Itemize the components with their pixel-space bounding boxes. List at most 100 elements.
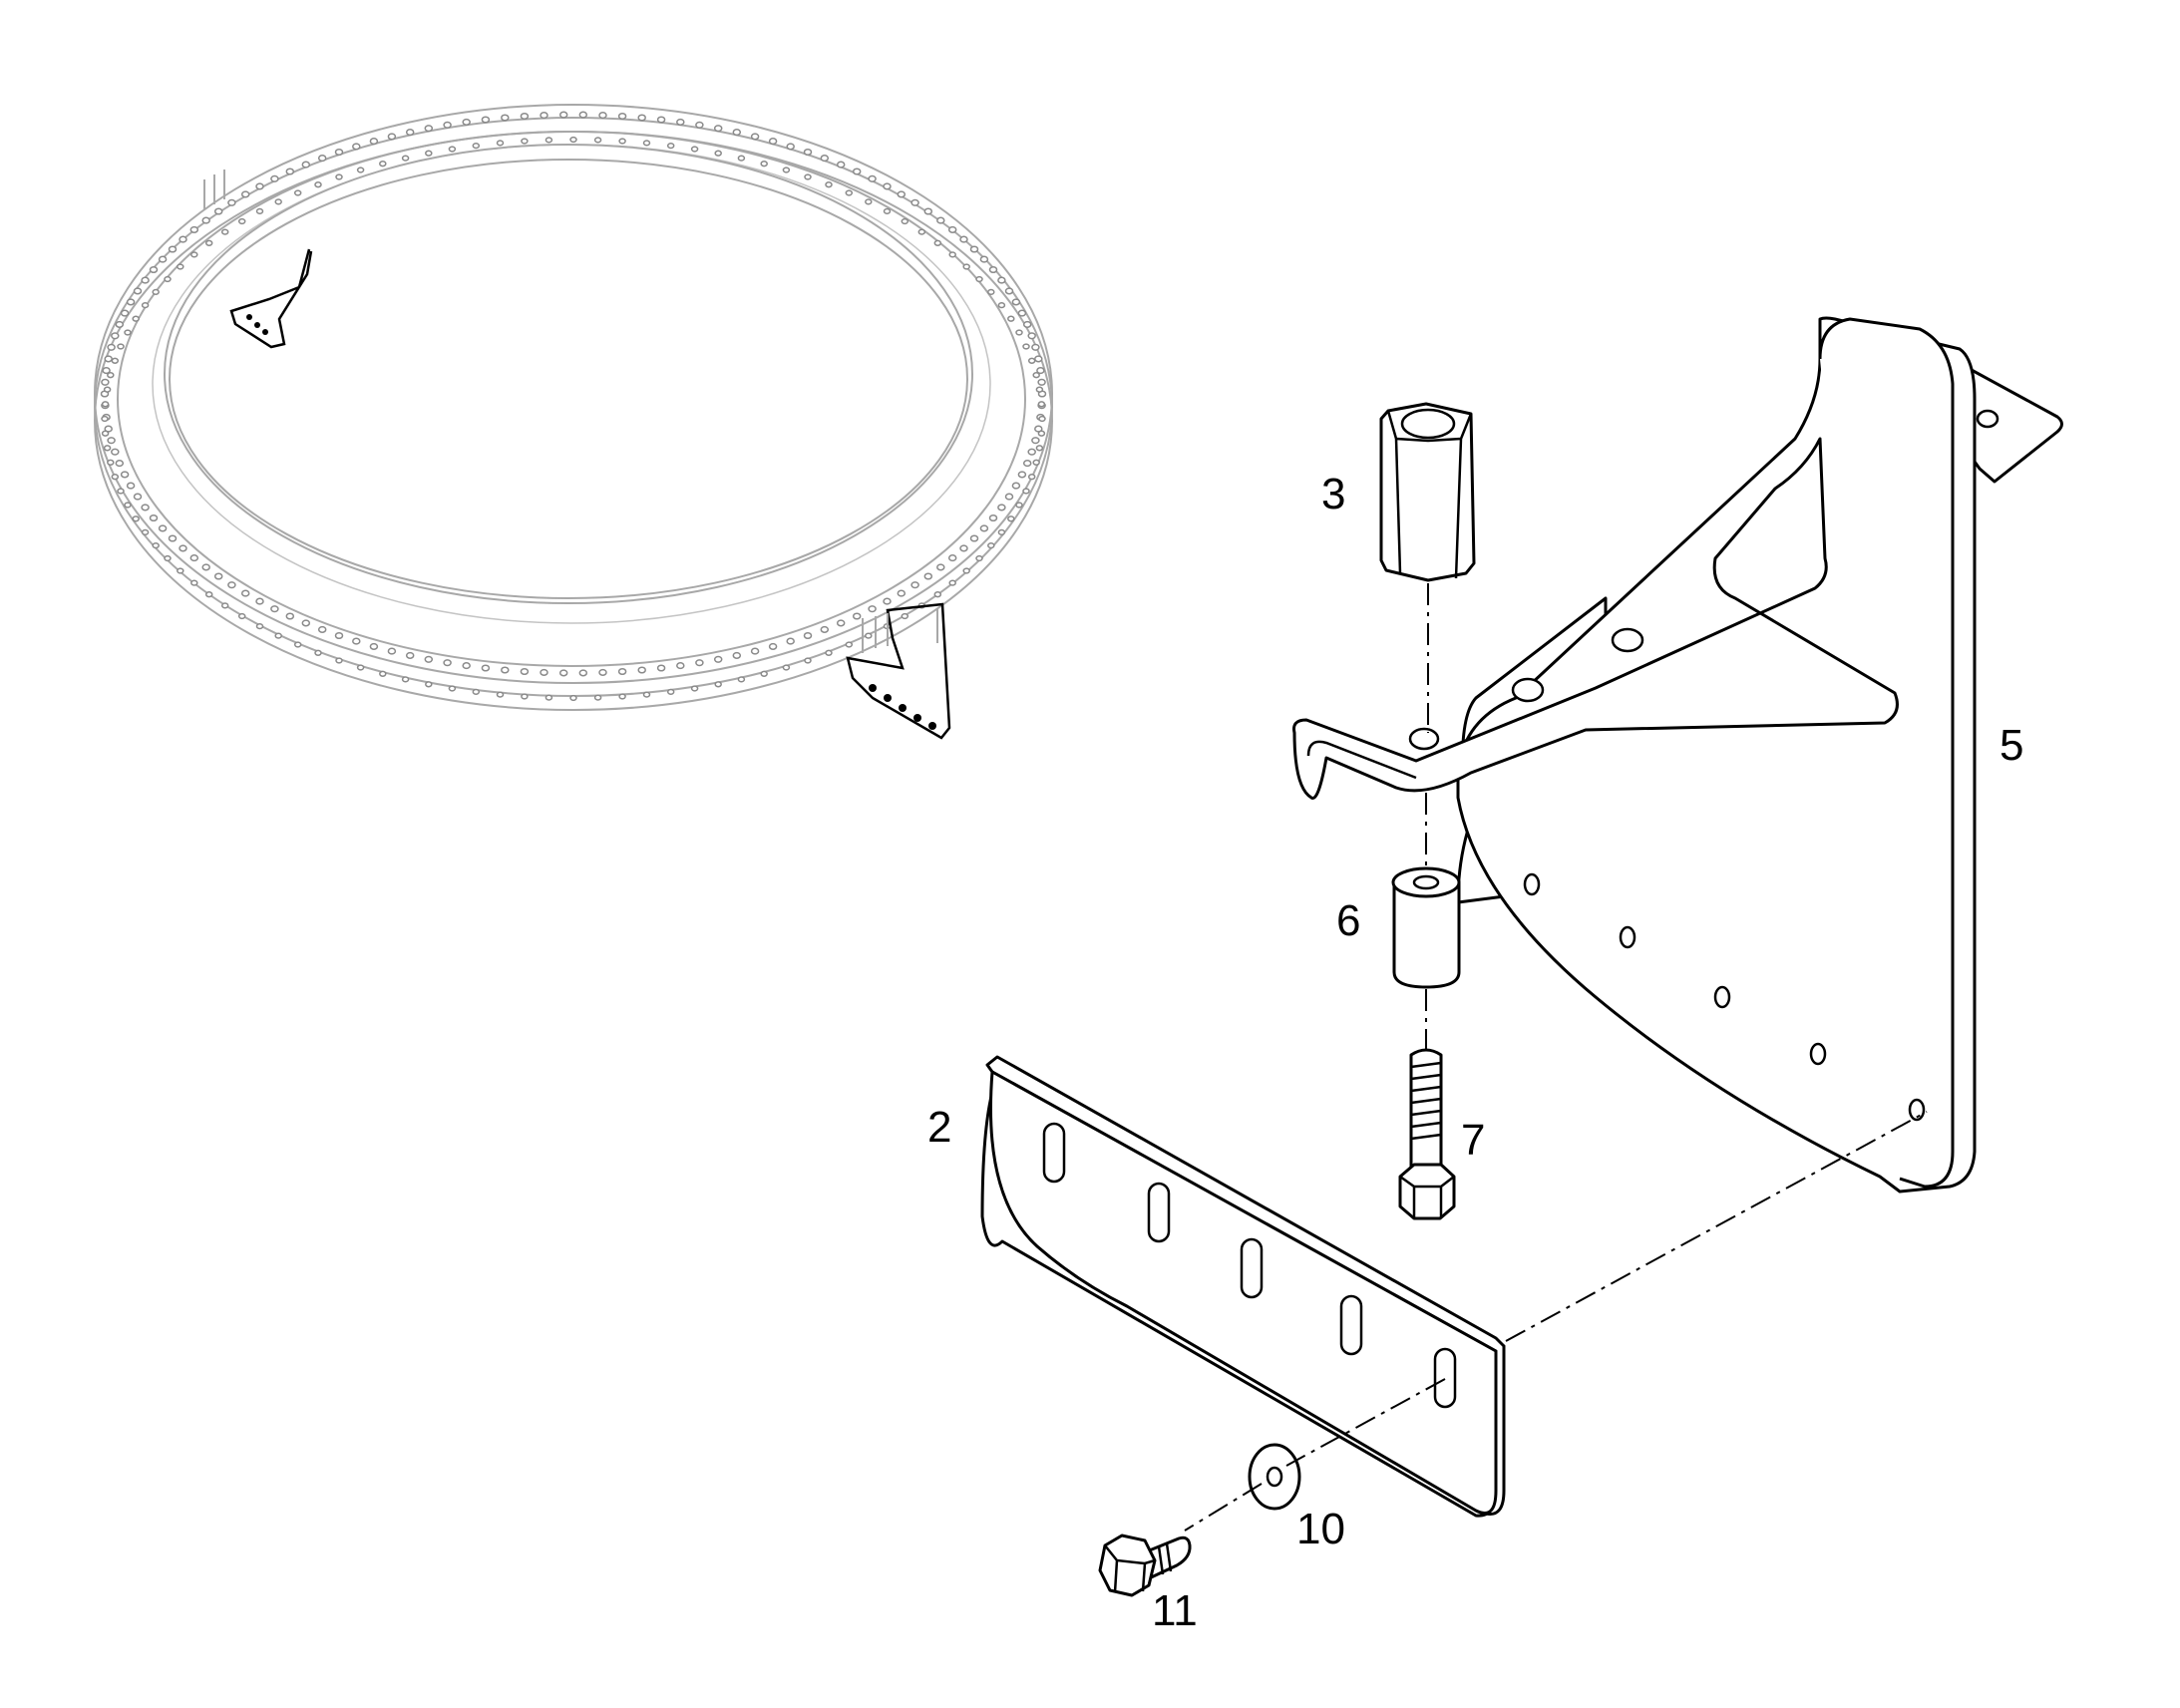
bolt-hole bbox=[760, 161, 768, 168]
bolt-hole bbox=[227, 581, 236, 589]
bolt-hole bbox=[713, 655, 723, 663]
bolt-hole bbox=[578, 111, 588, 119]
bolt-hole bbox=[101, 415, 109, 423]
bolt-hole bbox=[317, 625, 327, 633]
bolt-hole bbox=[593, 137, 602, 144]
bolt-hole bbox=[204, 591, 213, 598]
bolt-hole bbox=[825, 181, 833, 188]
bolt-hole bbox=[690, 146, 699, 153]
bolt-hole bbox=[149, 513, 159, 522]
bolt-hole bbox=[820, 625, 830, 633]
bolt-hole bbox=[168, 245, 178, 253]
bolt-hole bbox=[521, 693, 529, 700]
bolt-hole bbox=[335, 173, 343, 180]
bolt-hole bbox=[969, 245, 979, 253]
bolt-hole bbox=[101, 401, 110, 408]
bolt-hole bbox=[481, 664, 491, 672]
bolt-hole bbox=[1037, 401, 1046, 408]
bolt-hole bbox=[213, 207, 223, 215]
bolt-hole bbox=[356, 664, 365, 671]
bolt-hole bbox=[1022, 460, 1032, 468]
bolt-hole bbox=[836, 619, 846, 627]
bolt-hole bbox=[836, 161, 846, 169]
bolt-hole bbox=[133, 493, 143, 501]
bolt-hole bbox=[988, 265, 998, 274]
bolt-hole bbox=[201, 216, 210, 224]
bolt-hole bbox=[820, 155, 830, 163]
callout-labels: 2 3 5 6 7 10 11 bbox=[927, 470, 2023, 1635]
callout-5: 5 bbox=[1999, 721, 2023, 770]
bolt-hole bbox=[164, 554, 172, 562]
hex-coupling-nut-part-3 bbox=[1379, 402, 1476, 582]
bolt-hole bbox=[1027, 332, 1036, 340]
bolt-hole bbox=[158, 524, 168, 532]
bolt-hole bbox=[1015, 502, 1023, 509]
bolt-hole bbox=[676, 662, 685, 670]
bolt-hole bbox=[750, 647, 760, 655]
bolt-hole bbox=[1037, 378, 1046, 386]
bolt-hole bbox=[732, 129, 742, 137]
bolt-hole bbox=[545, 137, 553, 144]
bolt-hole bbox=[825, 649, 833, 656]
bolt-hole bbox=[948, 579, 956, 586]
bolt-hole bbox=[405, 129, 415, 137]
bolt-hole bbox=[569, 136, 577, 144]
bolt-hole bbox=[1015, 329, 1023, 336]
bolt-hole bbox=[124, 502, 132, 509]
bolt-hole bbox=[314, 649, 322, 656]
bolt-hole bbox=[177, 263, 184, 270]
bolt-hole bbox=[496, 691, 505, 698]
bolt-hole bbox=[637, 666, 646, 674]
bolt-hole bbox=[152, 541, 160, 549]
callout-6: 6 bbox=[1336, 896, 1360, 945]
bolt-hole bbox=[401, 155, 410, 162]
bolt-hole bbox=[1022, 343, 1030, 350]
bolt-hole bbox=[868, 174, 877, 182]
bolt-hole bbox=[1036, 367, 1045, 375]
callout-10: 10 bbox=[1296, 1505, 1345, 1553]
bolt-hole bbox=[1011, 298, 1021, 306]
bolt-hole bbox=[132, 515, 140, 522]
bolt-hole bbox=[141, 504, 150, 512]
bolt-hole bbox=[988, 513, 998, 522]
bolt-hole bbox=[713, 125, 723, 133]
bolt-hole bbox=[255, 622, 264, 630]
bolt-hole bbox=[883, 182, 892, 190]
bolt-hole bbox=[111, 357, 120, 364]
bolt-hole bbox=[405, 651, 415, 659]
bolt-hole bbox=[737, 155, 746, 162]
bolt-hole bbox=[656, 664, 666, 672]
bolt-hole bbox=[804, 657, 812, 664]
bolt-hole bbox=[936, 216, 945, 224]
bolt-hole bbox=[115, 320, 125, 328]
bolt-hole bbox=[369, 642, 379, 650]
bolt-hole bbox=[901, 612, 909, 620]
bolt-hole bbox=[117, 488, 125, 495]
bolt-hole bbox=[617, 667, 627, 676]
bolt-hole bbox=[1004, 493, 1014, 501]
bolt-hole bbox=[124, 329, 132, 336]
bolt-hole bbox=[997, 276, 1006, 284]
bolt-hole bbox=[111, 448, 120, 456]
bolt-hole bbox=[558, 669, 568, 677]
bolt-hole bbox=[979, 524, 989, 532]
bolt-hole bbox=[401, 676, 410, 683]
ring-assembly bbox=[94, 104, 1053, 740]
bolt-hole bbox=[676, 118, 685, 126]
bolt-hole bbox=[1007, 515, 1015, 522]
bolt-hole bbox=[618, 138, 626, 145]
bolt-hole bbox=[314, 181, 322, 188]
bolt-hole bbox=[868, 605, 877, 613]
bolt-hole bbox=[1011, 482, 1021, 490]
bolt-hole bbox=[760, 670, 768, 677]
bolt-hole bbox=[618, 693, 626, 700]
bolt-hole bbox=[115, 460, 125, 468]
bolt-hole bbox=[1037, 430, 1046, 437]
bolt-hole bbox=[301, 619, 311, 627]
bolt-hole bbox=[598, 668, 607, 676]
bolt-hole bbox=[335, 657, 343, 664]
bolt-hole bbox=[948, 251, 956, 258]
bolt-hole bbox=[424, 125, 434, 133]
bolt-hole bbox=[737, 676, 746, 683]
bolt-hole bbox=[1031, 437, 1040, 445]
